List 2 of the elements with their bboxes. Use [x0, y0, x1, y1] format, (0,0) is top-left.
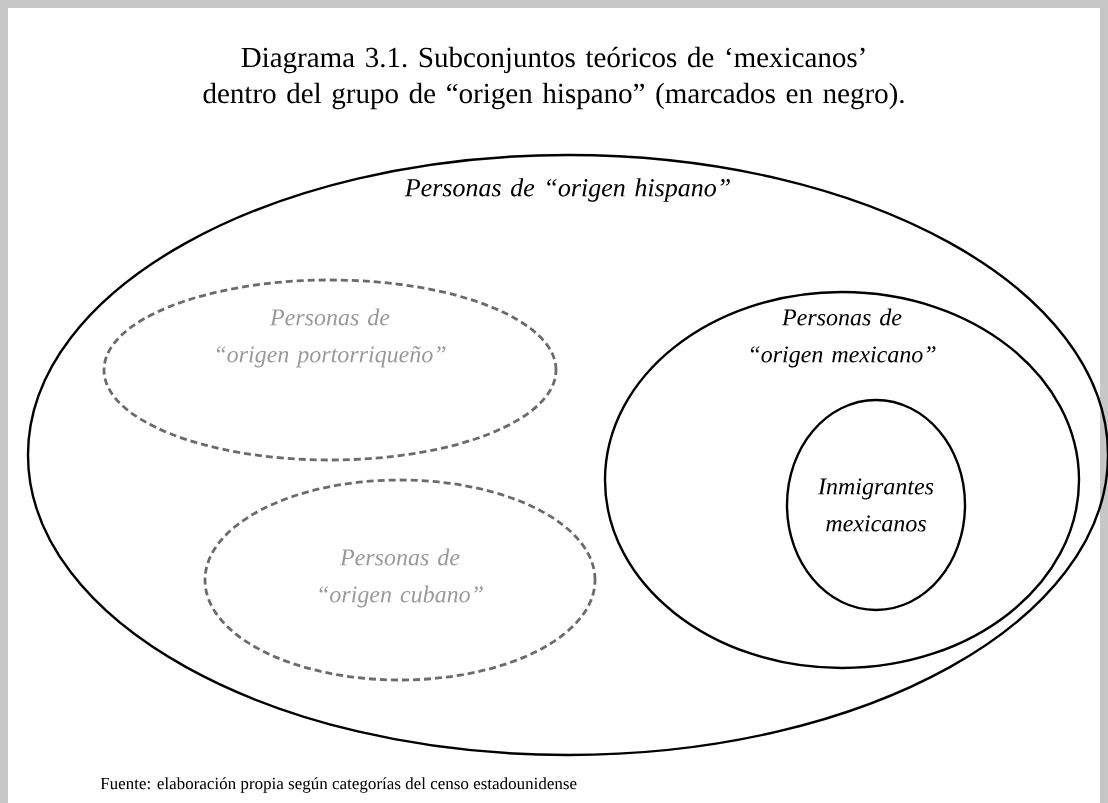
title: Diagrama 3.1. Subconjuntos teóricos de ‘mexicanos’ dentro del grupo de “origen hispano” (marcados en negro).	[203, 46, 904, 110]
caption: Fuente: elaboración propia según categorías del censo estadounidense	[100, 777, 577, 793]
